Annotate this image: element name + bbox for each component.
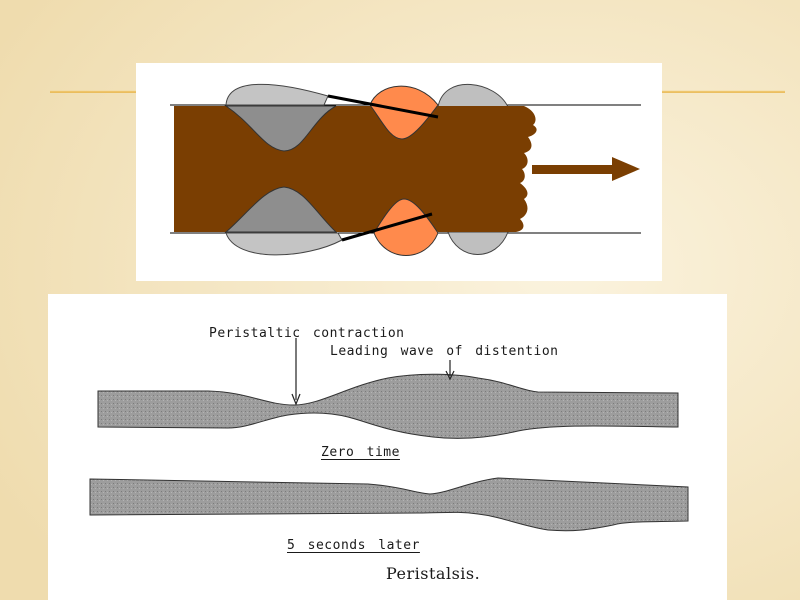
upper-outer-lobe [226,84,328,105]
upper-distention-light-gray [438,84,508,107]
bolus-diagram [136,63,662,281]
zero-time-label: Zero time [321,445,400,460]
peristaltic-contraction-label: Peristaltic contraction [209,326,405,341]
direction-arrow-shaft [532,165,616,174]
food-bolus [174,106,537,232]
five-seconds-label: 5 seconds later [287,538,420,553]
leading-wave-label: Leading wave of distention [330,344,559,359]
five-second-tube [90,478,688,531]
direction-arrow-head [612,157,640,181]
zero-time-tube [98,374,678,438]
lower-distention-light-gray [448,232,508,255]
figure-caption: Peristalsis. [386,564,480,583]
bolus-diagram-panel [136,63,662,281]
peristalsis-sketch-panel: Peristaltic contraction Leading wave of … [48,294,727,600]
lower-outer-lobe [226,233,342,255]
